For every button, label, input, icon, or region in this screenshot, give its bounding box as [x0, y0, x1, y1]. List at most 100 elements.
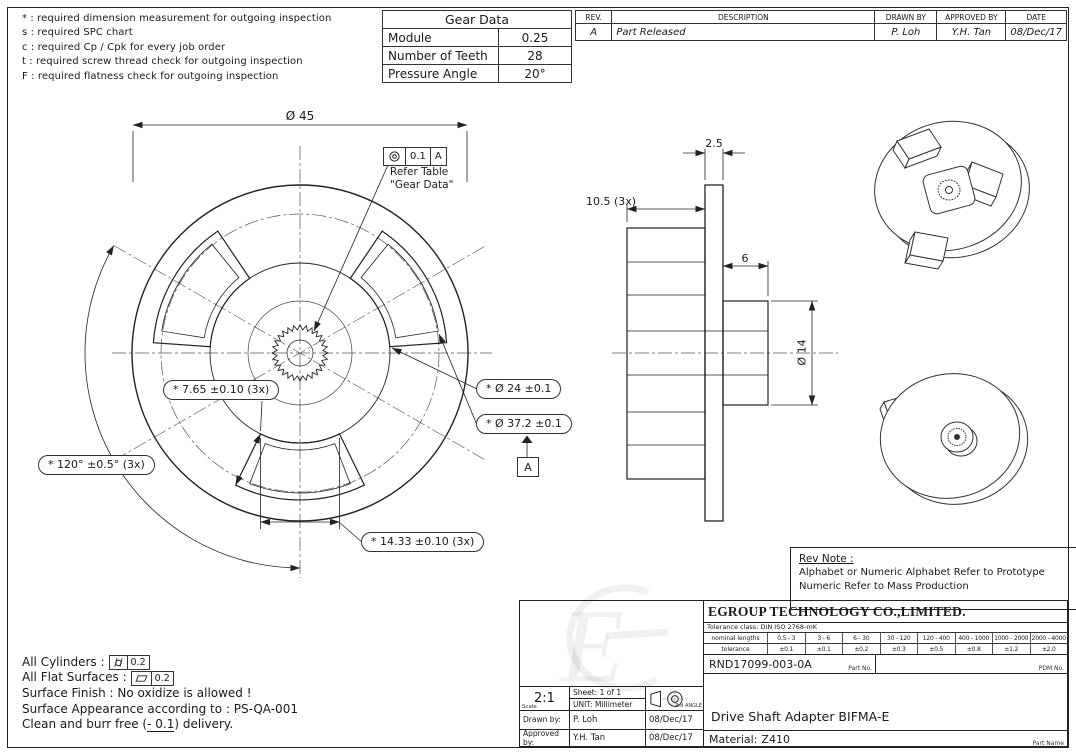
scale-value: 2:1: [534, 691, 555, 706]
title-block: 2:1 Scale Sheet: 1 of 1 UNIT: Millimeter…: [519, 600, 1068, 747]
rev-note-line1: Alphabet or Numeric Alphabet Refer to Pr…: [799, 567, 1045, 578]
tolerance-value: ±1.2: [993, 644, 1031, 654]
tolerance-value: ±0.5: [918, 644, 956, 654]
fcf-note-line1: Refer Table: [390, 166, 449, 178]
flatness-icon: [132, 672, 151, 685]
gear-param-label: Module: [382, 28, 499, 47]
gear-data-table: Gear Data Module 0.25 Number of Teeth 28…: [382, 10, 572, 83]
dim-slot-circle: * Ø 37.2 ±0.1: [476, 414, 572, 434]
flat-surfaces-label: All Flat Surfaces :: [22, 670, 127, 685]
iso-view-back: [879, 373, 1029, 505]
dim-slot-length: * 14.33 ±0.10 (3x): [361, 532, 485, 552]
sheet-cell: Sheet: 1 of 1 UNIT: Millimeter: [570, 687, 646, 710]
note-cylinders: All Cylinders : 0.2: [22, 655, 298, 670]
drawn-by-name: P. Loh: [570, 711, 646, 729]
tolerance-value: ±2.0: [1041, 645, 1056, 653]
pdm-no-label: PDM No.: [1038, 665, 1064, 672]
title-block-empty-cell: [520, 601, 703, 686]
note-line-4: t : required screw thread check for outg…: [22, 56, 303, 68]
nominal-range: 1000 - 2000: [993, 633, 1031, 643]
note-surface-appearance: Surface Appearance according to : PS-QA-…: [22, 701, 298, 716]
delivery-tolerance: - 0.1: [147, 717, 175, 733]
tolerance-value: ±0.2: [843, 644, 881, 654]
dim-inner-diameter: * Ø 24 ±0.1: [476, 379, 562, 399]
part-number-cell: RND17099-003-0A Part No.: [704, 655, 876, 673]
part-title-cell: Drive Shaft Adapter BIFMA-E: [704, 673, 1067, 730]
feature-control-frame: 0.1 A: [383, 147, 447, 166]
front-dimension-lines: [84, 121, 533, 572]
part-number: RND17099-003-0A: [709, 657, 812, 671]
nominal-lengths-row: nominal lengths 0.5 - 3 3 - 6 6 - 30 30 …: [704, 632, 1067, 643]
fcf-note-line2: "Gear Data": [390, 179, 454, 191]
centerlines: [112, 146, 492, 578]
gear-param-value: 28: [498, 46, 572, 65]
scale-label: Scale: [522, 704, 537, 710]
drawn-by-row: Drawn by: P. Loh 08/Dec/17: [520, 710, 703, 729]
dim-boss-diameter: Ø 14: [795, 339, 809, 366]
rev-note-title: Rev Note :: [799, 553, 854, 565]
material-row: Material: Z410 Part Name: [704, 730, 1067, 748]
tolerance-value: ±0.3: [881, 644, 918, 654]
note-flat-surfaces: All Flat Surfaces : 0.2: [22, 670, 298, 687]
third-angle-projection-icon: [650, 689, 688, 708]
side-view: [612, 149, 838, 522]
dim-slot-width: * 7.65 ±0.10 (3x): [163, 380, 280, 400]
flatness-tolerance: 0.2: [150, 672, 173, 686]
projection-cell: 3rd ANGLE: [646, 687, 703, 710]
tolerance-class: Tolerance class: DIN ISO 2768-mK: [704, 622, 1067, 632]
note-surface-finish: Surface Finish : No oxidize is allowed !: [22, 686, 252, 701]
rev-note-box: Rev Note : Alphabet or Numeric Alphabet …: [790, 547, 1076, 610]
rev-note-line2: Numeric Refer to Mass Production: [799, 581, 969, 592]
part-title: Drive Shaft Adapter BIFMA-E: [711, 709, 890, 724]
title-block-right: EGROUP TECHNOLOGY CO.,LIMITED. Tolerance…: [704, 601, 1067, 748]
tolerance-value: ±0.1: [806, 644, 843, 654]
rev-header: DATE: [1005, 10, 1067, 24]
note-line-1: * : required dimension measurement for o…: [22, 13, 332, 24]
gear-param-label: Pressure Angle: [382, 64, 499, 83]
delivery-post: ) delivery.: [174, 717, 234, 732]
approved-by-row: Approved by: Y.H. Tan 08/Dec/17: [520, 728, 703, 747]
scale-row: 2:1 Scale Sheet: 1 of 1 UNIT: Millimeter…: [520, 686, 703, 710]
concentricity-icon: [384, 148, 405, 165]
rev-date: 08/Dec/17: [1005, 23, 1067, 41]
unit-label: UNIT: Millimeter: [573, 700, 633, 709]
rev-drawn-by: P. Loh: [874, 23, 938, 41]
gear-table-title: Gear Data: [382, 10, 572, 29]
dim-angle: * 120° ±0.5° (3x): [38, 455, 155, 475]
fcf-tolerance: 0.1: [405, 148, 430, 165]
sheet-number: Sheet: 1 of 1: [570, 687, 645, 699]
scale-cell: 2:1 Scale: [520, 687, 570, 710]
inspection-notes: * : required dimension measurement for o…: [22, 12, 331, 84]
rev-header: REV.: [574, 10, 613, 24]
part-number-row: RND17099-003-0A Part No. PDM No.: [704, 654, 1067, 673]
rev-description: Part Released: [611, 23, 876, 41]
side-dimension-lines: [626, 149, 818, 406]
nominal-range: 30 - 120: [881, 633, 918, 643]
nominal-lengths-header: nominal lengths: [704, 633, 768, 643]
cylinders-label: All Cylinders :: [22, 655, 105, 669]
note-line-5: F : required flatness check for outgoing…: [22, 70, 279, 82]
drawn-date: 08/Dec/17: [649, 714, 693, 725]
general-notes: All Cylinders :0.2 All Flat Surfaces :0.…: [22, 655, 298, 733]
front-view: [84, 121, 533, 578]
dim-wedge-depth: 10.5 (3x): [586, 195, 637, 208]
hub-section: [626, 227, 706, 480]
pdm-cell: PDM No.: [876, 655, 1067, 673]
approved-by-label: Approved by:: [520, 729, 570, 747]
nominal-range: 0.5 - 3: [768, 633, 806, 643]
boss-section: [722, 300, 769, 406]
material-value: Z410: [761, 733, 790, 746]
tolerance-values-row: tolerance ±0.1 ±0.1 ±0.2 ±0.3 ±0.5 ±0.8 …: [704, 643, 1067, 654]
cylindricity-frame: 0.2: [108, 655, 150, 670]
part-name-label: Part Name: [1032, 740, 1064, 747]
nominal-range: 6 - 30: [843, 633, 881, 643]
rev-letter: A: [574, 23, 613, 41]
cylindricity-icon: [110, 656, 127, 669]
fcf-datum: A: [429, 148, 446, 165]
part-no-label: Part No.: [848, 665, 872, 672]
revision-row: A Part Released P. Loh Y.H. Tan 08/Dec/1…: [574, 23, 1067, 41]
cylindricity-tolerance: 0.2: [126, 656, 149, 669]
approved-by-name: Y.H. Tan: [570, 729, 646, 747]
gear-param-value: 0.25: [498, 28, 572, 47]
